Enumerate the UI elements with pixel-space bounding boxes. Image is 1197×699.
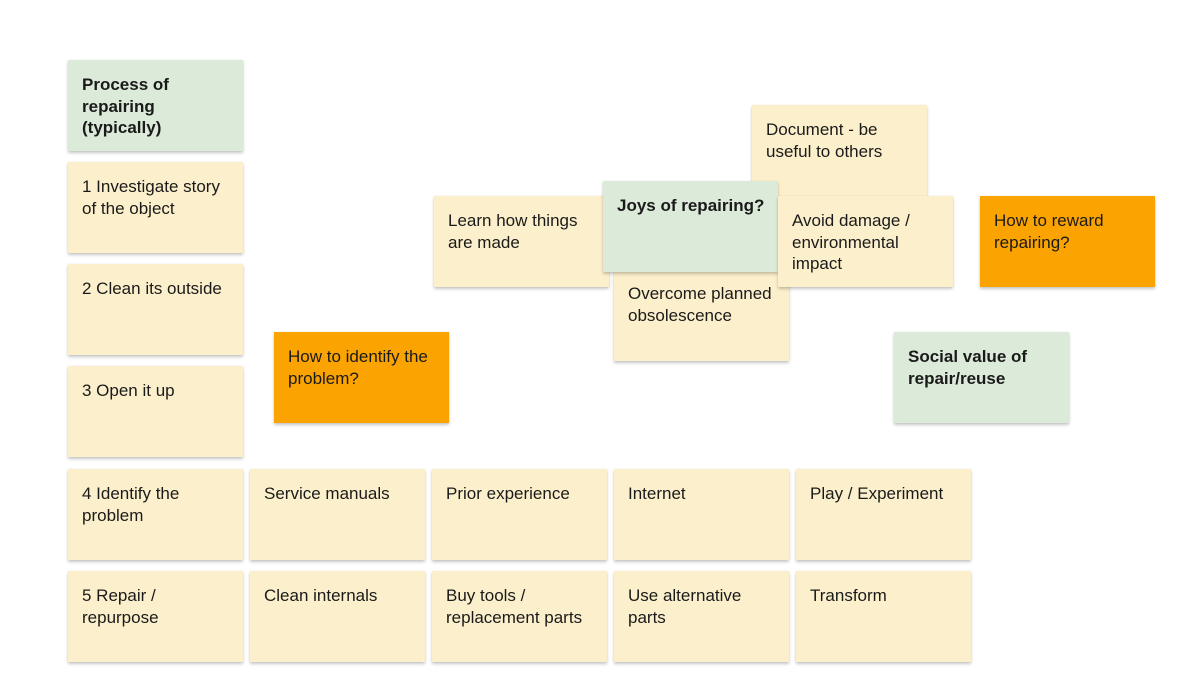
note-step-2[interactable]: 2 Clean its outside (68, 264, 243, 355)
note-buy-tools[interactable]: Buy tools / replacement parts (432, 571, 607, 662)
note-text: Internet (628, 484, 686, 503)
note-clean-internals[interactable]: Clean internals (250, 571, 425, 662)
note-text: Use alternative parts (628, 586, 742, 627)
note-social-value-header[interactable]: Social value of repair/reuse (894, 332, 1069, 423)
note-text: 3 Open it up (82, 381, 175, 400)
note-document[interactable]: Document - be useful to others (752, 105, 927, 196)
note-text: Document - be useful to others (766, 120, 883, 161)
note-text: Prior experience (446, 484, 570, 503)
note-text: Social value of repair/reuse (908, 347, 1028, 388)
note-text: 4 Identify the problem (82, 484, 180, 525)
note-prior-experience[interactable]: Prior experience (432, 469, 607, 560)
note-text: Process of repairing (typically) (82, 75, 169, 137)
note-text: Learn how things are made (448, 211, 578, 252)
note-text: 1 Investigate story of the object (82, 177, 220, 218)
note-overcome-obsolescence[interactable]: Overcome planned obsolescence (614, 270, 789, 361)
note-text: Overcome planned obsolescence (628, 284, 772, 325)
note-text: Service manuals (264, 484, 390, 503)
note-step-4[interactable]: 4 Identify the problem (68, 469, 243, 560)
note-step-3[interactable]: 3 Open it up (68, 366, 243, 457)
note-text: Play / Experiment (810, 484, 944, 503)
note-internet[interactable]: Internet (614, 469, 789, 560)
note-service-manuals[interactable]: Service manuals (250, 469, 425, 560)
note-play-experiment[interactable]: Play / Experiment (796, 469, 971, 560)
note-text: Buy tools / replacement parts (446, 586, 583, 627)
note-text: Clean internals (264, 586, 378, 605)
note-text: 5 Repair / repurpose (82, 586, 159, 627)
note-process-header[interactable]: Process of repairing (typically) (68, 60, 243, 151)
note-joys-header[interactable]: Joys of repairing? (603, 181, 778, 272)
note-transform[interactable]: Transform (796, 571, 971, 662)
note-learn-how-things-are-made[interactable]: Learn how things are made (434, 196, 609, 287)
note-text: Transform (810, 586, 887, 605)
note-text: Avoid damage / environmental impact (792, 211, 910, 273)
note-text: 2 Clean its outside (82, 279, 222, 298)
note-text: How to reward repairing? (994, 211, 1104, 252)
note-question-reward[interactable]: How to reward repairing? (980, 196, 1155, 287)
note-alternative-parts[interactable]: Use alternative parts (614, 571, 789, 662)
note-text: Joys of repairing? (617, 196, 765, 215)
note-avoid-damage[interactable]: Avoid damage / environmental impact (778, 196, 953, 287)
note-question-identify-problem[interactable]: How to identify the problem? (274, 332, 449, 423)
note-step-1[interactable]: 1 Investigate story of the object (68, 162, 243, 253)
note-step-5[interactable]: 5 Repair / repurpose (68, 571, 243, 662)
note-text: How to identify the problem? (288, 347, 428, 388)
